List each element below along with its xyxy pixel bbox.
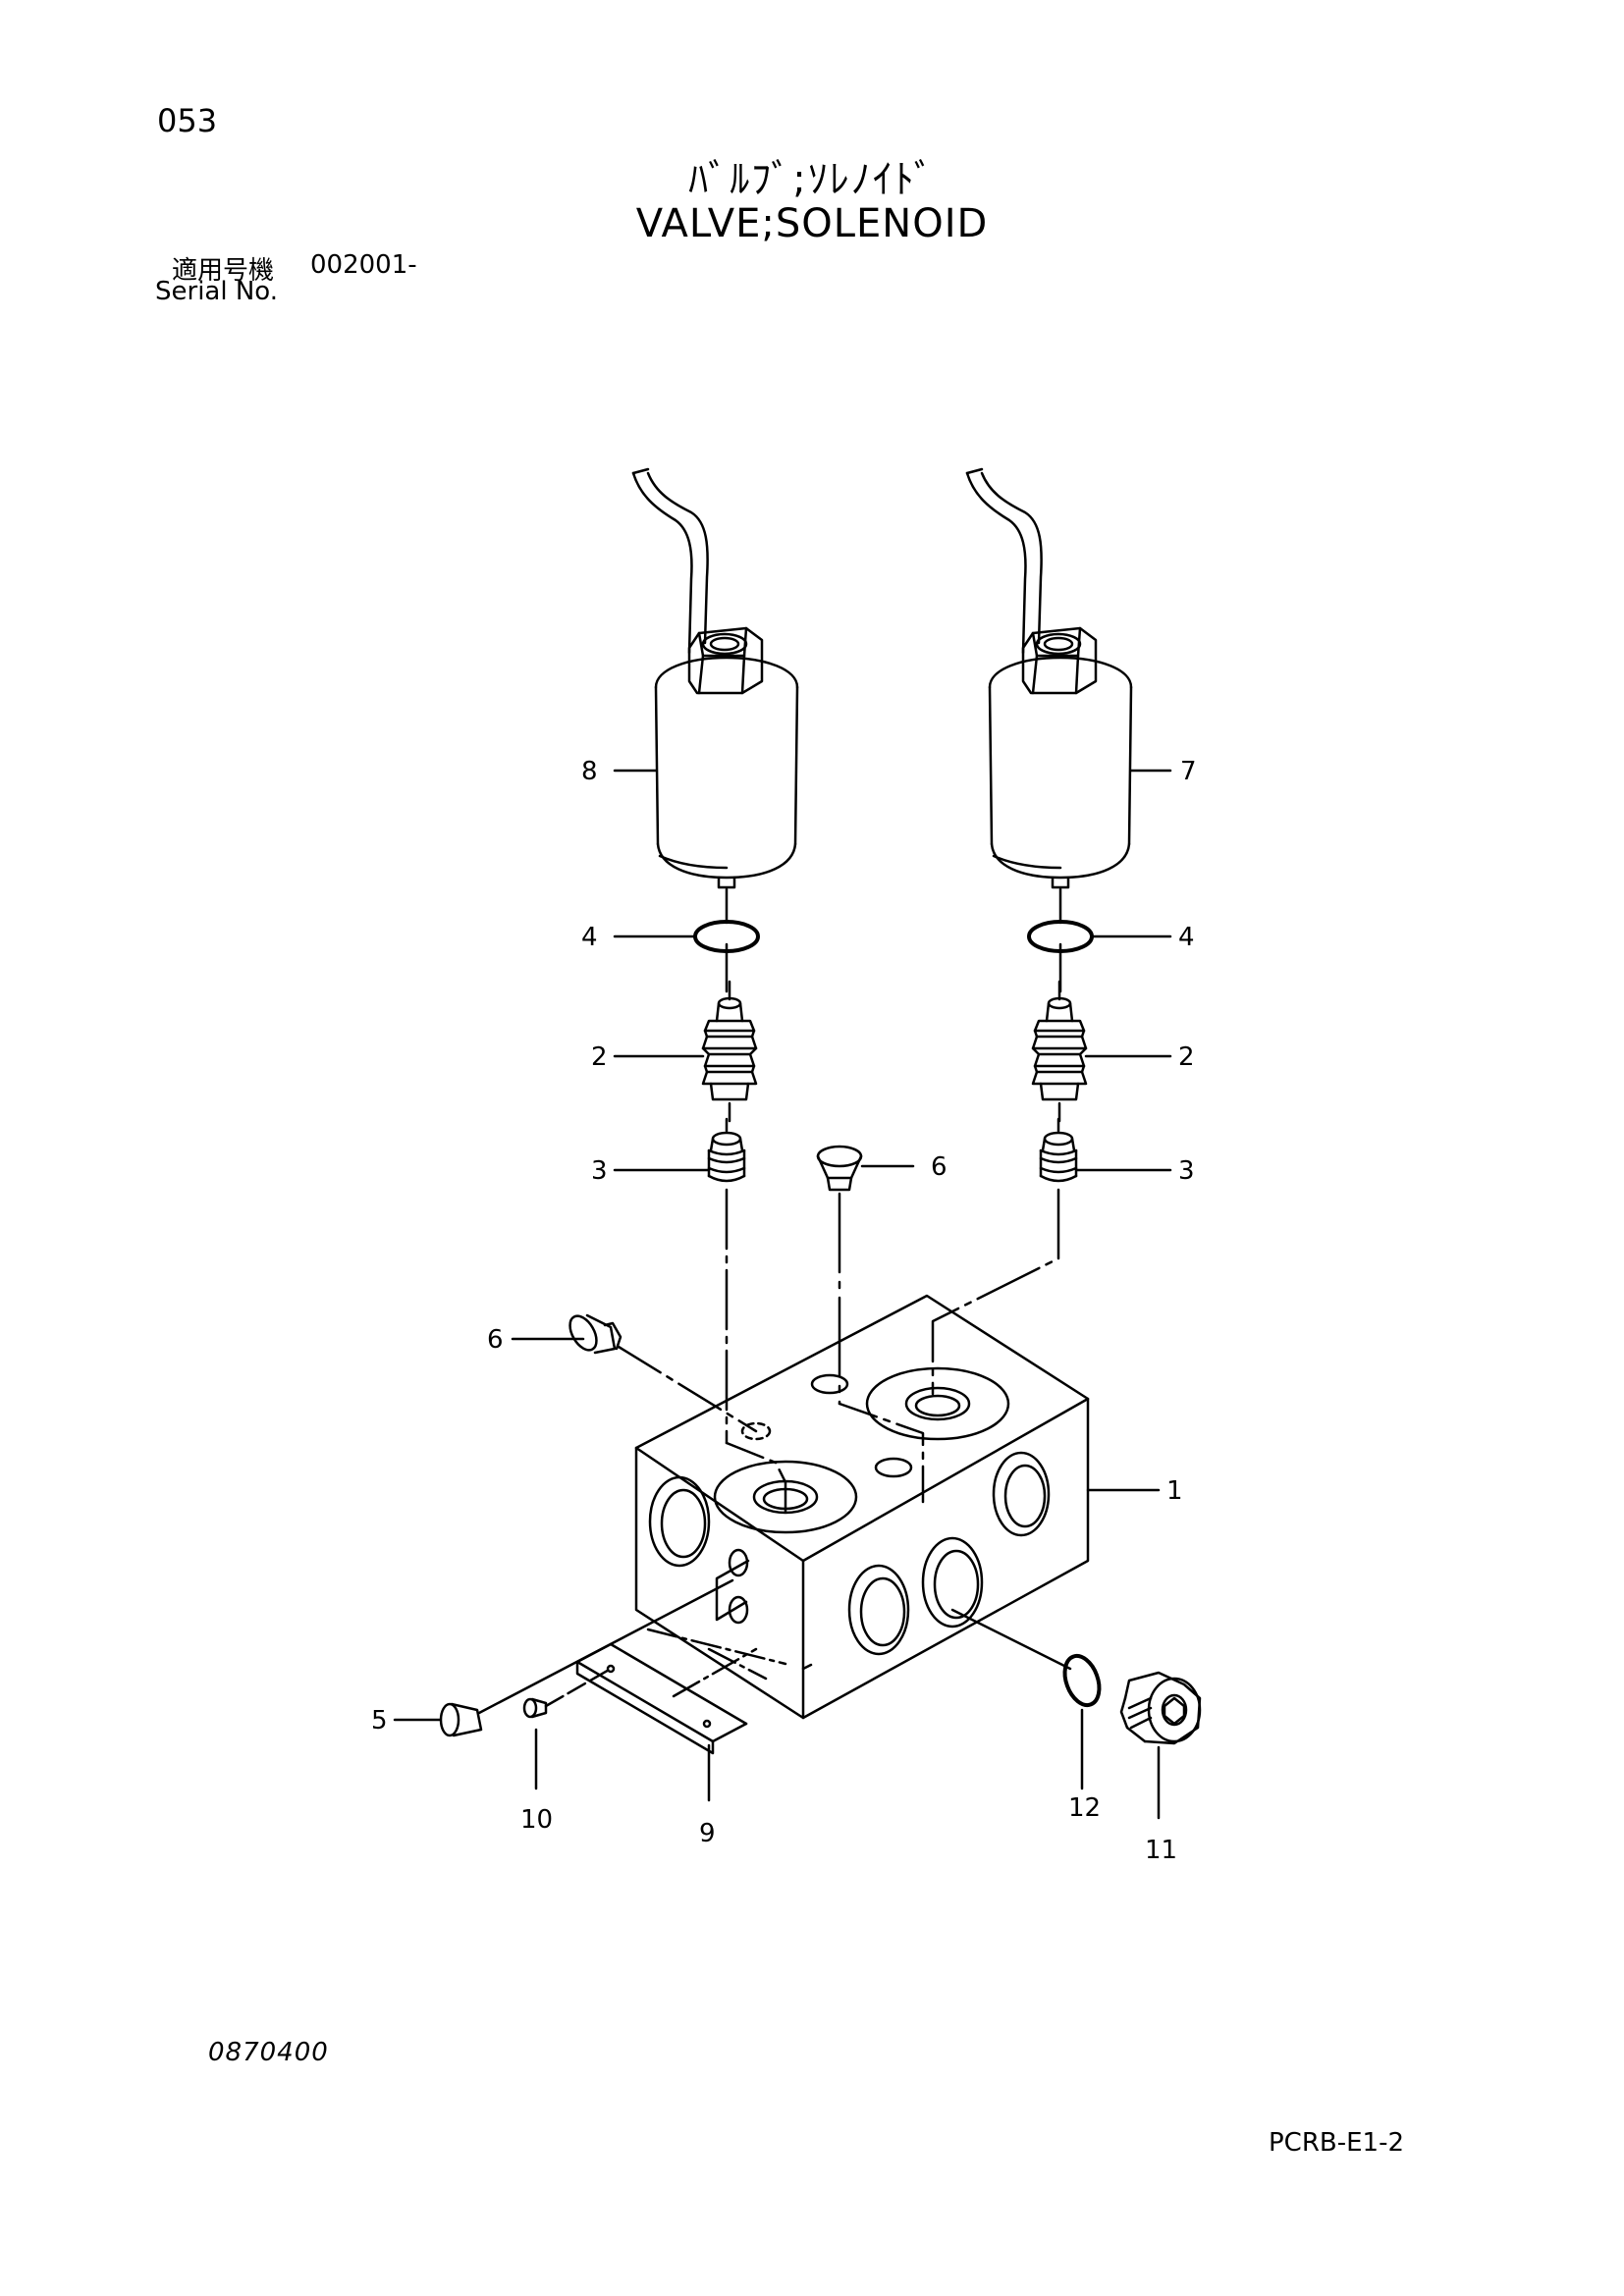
callout-10: 10	[520, 1805, 553, 1835]
callout-6-top: 6	[931, 1152, 947, 1182]
callout-2-left: 2	[591, 1042, 608, 1072]
serial-value: 002001-	[310, 250, 417, 280]
callout-11: 11	[1145, 1836, 1177, 1865]
drawing-number: 0870400	[208, 2038, 329, 2067]
spring-right	[1039, 1117, 1078, 1183]
spool-left	[701, 980, 758, 1123]
o-ring-12	[1062, 1653, 1102, 1708]
spring-left	[707, 1117, 746, 1183]
callout-1: 1	[1166, 1476, 1183, 1506]
valve-block	[634, 1294, 1090, 1720]
callout-7: 7	[1180, 757, 1197, 786]
solenoid-coil-left	[631, 467, 799, 889]
page-number: 053	[157, 102, 218, 139]
page-code: PCRB-E1-2	[1269, 2128, 1405, 2158]
serial-label-japanese: 適用号機	[172, 256, 275, 286]
callout-3-right: 3	[1178, 1156, 1195, 1186]
name-plate	[575, 1628, 787, 1755]
rivet-10	[522, 1667, 613, 1719]
callout-9: 9	[699, 1819, 716, 1848]
plug-top	[816, 1145, 863, 1192]
solenoid-coil-right	[965, 467, 1133, 889]
callout-3-left: 3	[591, 1156, 608, 1186]
plug-11	[1119, 1671, 1202, 1745]
callout-12: 12	[1068, 1793, 1101, 1823]
callout-5: 5	[371, 1706, 388, 1735]
spool-right	[1031, 980, 1088, 1123]
callout-8: 8	[581, 757, 598, 786]
title-japanese: ﾊﾞﾙﾌﾞ;ｿﾚﾉｲﾄﾞ	[688, 157, 936, 202]
callout-2-right: 2	[1178, 1042, 1195, 1072]
callout-4-right: 4	[1178, 923, 1195, 952]
callout-4-left: 4	[581, 923, 598, 952]
screw-5	[439, 1578, 734, 1737]
title-english: VALVE;SOLENOID	[635, 201, 989, 246]
serial-label-english: Serial No.	[155, 277, 278, 306]
plug-left	[568, 1313, 758, 1433]
callout-6-left: 6	[487, 1325, 504, 1355]
